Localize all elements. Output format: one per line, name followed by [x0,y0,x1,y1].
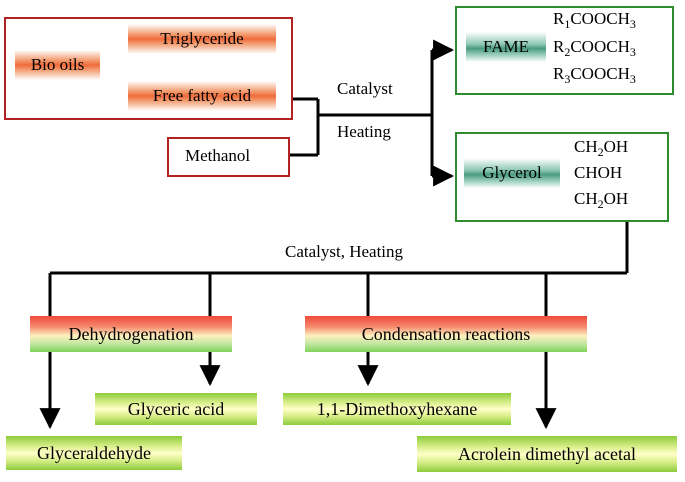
fame-formula-3: R3COOCH3 [553,64,636,86]
glyceric-acid-label: Glyceric acid [95,393,257,425]
methanol-label: Methanol [185,146,251,165]
catalyst-label: Catalyst [337,79,393,98]
triglyceride-label: Triglyceride [128,24,276,54]
catalyst-heating-label: Catalyst, Heating [285,242,404,261]
glycerol-formula-3: CH2OH [574,189,629,211]
methanol-box [167,137,290,177]
glyceraldehyde-label: Glyceraldehyde [6,436,182,470]
heating-label: Heating [337,122,391,141]
dimethoxyhexane-label: 1,1-Dimethoxyhexane [283,393,511,425]
fame-label: FAME [466,32,546,62]
fame-formula-2: R2COOCH3 [553,37,636,59]
acrolein-dimethyl-acetal-label: Acrolein dimethyl acetal [417,436,677,472]
glycerol-formula-1: CH2OH [574,137,629,159]
dehydrogenation-label: Dehydrogenation [30,316,232,352]
free-fatty-acid-label: Free fatty acid [128,81,276,111]
glycerol-formula-2: CHOH [574,163,623,182]
fame-formula-1: R1COOCH3 [553,9,636,31]
condensation-reactions-label: Condensation reactions [305,316,587,352]
glycerol-label: Glycerol [464,158,560,188]
bio-oils-label: Bio oils [15,50,100,80]
